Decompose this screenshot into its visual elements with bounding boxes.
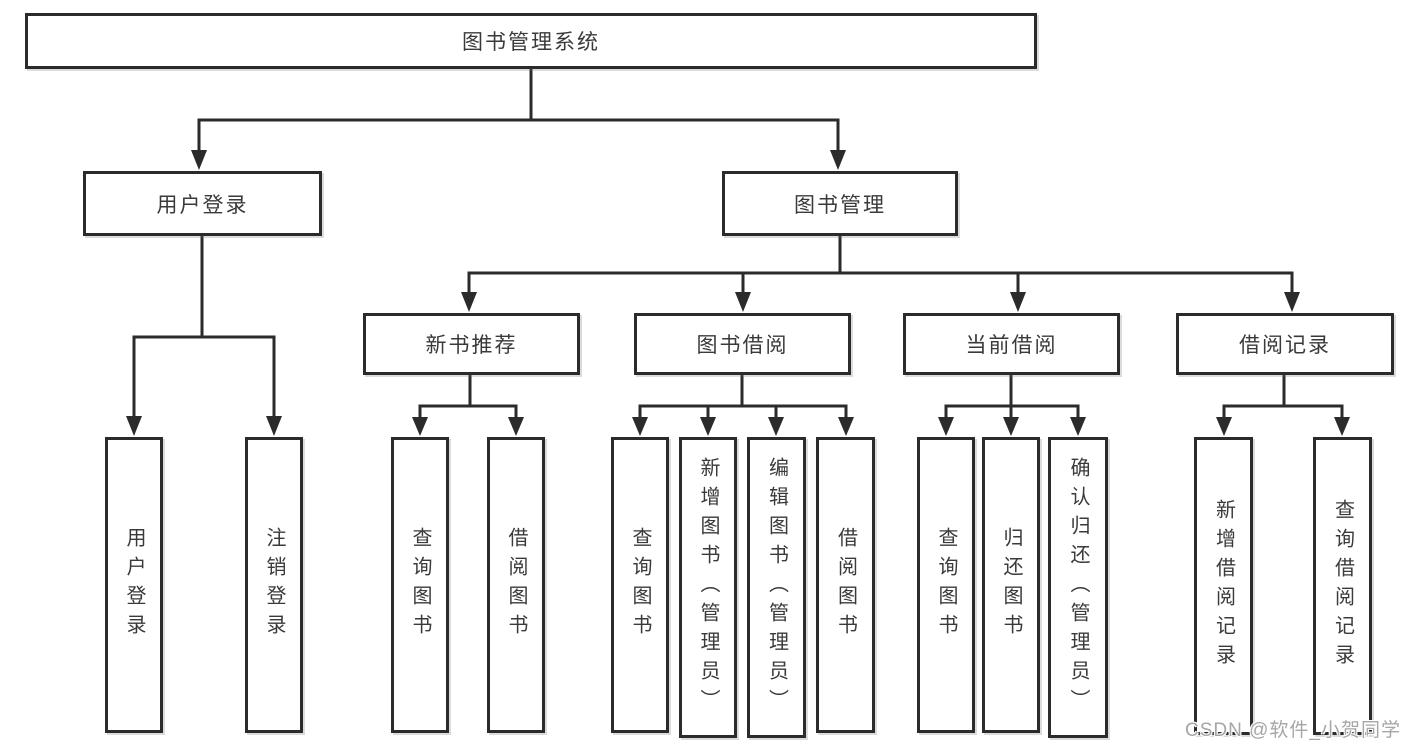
node-label: 图书借阅 — [696, 334, 789, 357]
node-label: 图书管理系统 — [462, 31, 600, 54]
edge-current-borrowing-to-leaves — [938, 374, 1086, 436]
node-label: 借阅图书 — [834, 527, 857, 643]
node-label: 查询图书 — [935, 527, 957, 643]
node-label: 查询图书 — [409, 527, 431, 643]
edge-user-login-to-leaves — [126, 235, 282, 436]
node-label: 注销登录 — [263, 527, 285, 643]
leaf-current-return-books: 归还图书 — [982, 437, 1040, 733]
edge-new-book-recommend-to-leaves — [412, 374, 524, 436]
leaf-records-add-record: 新增借阅记录 — [1194, 437, 1253, 735]
node-new-book-recommend: 新书推荐 — [363, 313, 580, 375]
node-label: 新增图书（管理员） — [697, 457, 719, 718]
node-book-management: 图书管理 — [722, 171, 958, 236]
leaf-borrowing-borrow-books: 借阅图书 — [816, 437, 875, 733]
node-label: 查询图书 — [629, 527, 651, 643]
edge-book-borrowing-to-leaves — [632, 374, 854, 436]
leaf-records-query-record: 查询借阅记录 — [1313, 437, 1372, 735]
node-book-borrowing: 图书借阅 — [634, 313, 851, 375]
leaf-current-confirm-return-admin: 确认归还（管理员） — [1048, 437, 1108, 738]
node-label: 确认归还（管理员） — [1067, 457, 1089, 718]
leaf-recommend-borrow-books: 借阅图书 — [487, 437, 545, 733]
node-label: 新书推荐 — [425, 334, 518, 357]
leaf-user-login: 用户登录 — [105, 437, 163, 733]
leaf-logout-login: 注销登录 — [245, 437, 303, 733]
node-label: 当前借阅 — [965, 334, 1058, 357]
node-label: 借阅图书 — [505, 527, 527, 643]
node-user-login: 用户登录 — [83, 171, 322, 236]
csdn-watermark: CSDN @软件_小贺同学 — [1185, 720, 1401, 741]
leaf-recommend-query-books: 查询图书 — [391, 437, 449, 733]
node-label: 图书管理 — [794, 193, 886, 217]
leaf-current-query-books: 查询图书 — [917, 437, 975, 733]
node-label: 用户登录 — [123, 527, 145, 643]
node-borrowing-records: 借阅记录 — [1176, 313, 1394, 375]
node-label: 借阅记录 — [1239, 334, 1331, 357]
node-label: 归还图书 — [1000, 527, 1022, 643]
node-label: 编辑图书（管理员） — [765, 457, 788, 718]
leaf-borrowing-query-books: 查询图书 — [611, 437, 669, 733]
leaf-borrowing-add-books-admin: 新增图书（管理员） — [679, 437, 737, 738]
node-current-borrowing: 当前借阅 — [903, 313, 1120, 375]
edge-borrowing-records-to-leaves — [1216, 374, 1350, 436]
node-label: 查询借阅记录 — [1331, 499, 1354, 673]
node-label: 新增借阅记录 — [1212, 499, 1235, 673]
edge-root-to-level2 — [191, 68, 846, 170]
node-library-management-system: 图书管理系统 — [25, 13, 1037, 69]
edge-book-management-to-level3 — [461, 235, 1300, 312]
leaf-borrowing-edit-books-admin: 编辑图书（管理员） — [747, 437, 806, 738]
node-label: 用户登录 — [156, 193, 249, 217]
